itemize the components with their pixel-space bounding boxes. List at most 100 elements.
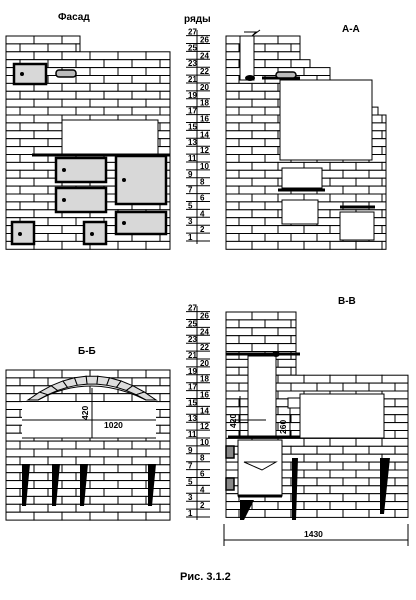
- row-scale-bottom: 1234567891011121314151617181920212223242…: [186, 304, 210, 520]
- section-bb-brick: [5, 511, 35, 521]
- row-number: 20: [200, 359, 209, 368]
- section-aa-break-mark: [244, 29, 261, 37]
- section-bb-brick: [103, 440, 133, 450]
- row-number: 21: [188, 351, 197, 360]
- section-bb-brick: [159, 488, 171, 497]
- facade-brick: [47, 59, 77, 69]
- section-bb-brick: [103, 393, 133, 403]
- section-aa-brick: [381, 130, 387, 140]
- section-aa-brick: [251, 225, 279, 235]
- facade-brick: [5, 98, 35, 108]
- facade-brick: [19, 169, 49, 179]
- section-bb-brick: [5, 472, 21, 482]
- facade-brick: [19, 43, 49, 53]
- section-aa-brick: [225, 146, 253, 156]
- section-vv-brick: [355, 437, 383, 447]
- section-bb-brick: [75, 456, 105, 466]
- section-aa-brick: [225, 154, 240, 163]
- facade-brick: [5, 209, 35, 219]
- section-aa-brick: [329, 177, 357, 187]
- section-bb-brick: [131, 456, 161, 466]
- section-bb-brick: [33, 448, 63, 458]
- section-aa-brick: [251, 67, 279, 76]
- section-bb-brick: [33, 369, 63, 379]
- section-aa-brick: [303, 225, 331, 235]
- section-aa-brick: [225, 233, 240, 242]
- section-aa-brick: [225, 59, 240, 69]
- facade-brick: [117, 82, 147, 92]
- row-number: 15: [188, 398, 197, 407]
- section-bb-slot-2: [52, 464, 60, 506]
- row-number: 10: [200, 438, 209, 447]
- facade-brick: [5, 185, 21, 195]
- section-aa-brick: [238, 138, 266, 148]
- section-vv-brick: [225, 319, 240, 329]
- section-vv-brick: [277, 501, 305, 511]
- row-number: 24: [200, 51, 209, 60]
- facade-brick: [19, 201, 49, 211]
- row-number: 6: [200, 194, 205, 203]
- facade-brick: [75, 90, 105, 100]
- facade-brick: [5, 138, 21, 148]
- row-number: 20: [200, 83, 209, 92]
- row-number: 25: [188, 319, 197, 328]
- facade-brick: [19, 138, 49, 148]
- section-vv-brick: [355, 485, 383, 495]
- row-number: 17: [188, 383, 197, 392]
- section-bb-brick: [5, 377, 21, 387]
- section-vv-ash-slot: [240, 500, 254, 520]
- facade-brick: [61, 82, 91, 92]
- section-vv-flue: [247, 355, 277, 437]
- section-aa-brick: [251, 114, 279, 124]
- section-vv-brick: [394, 398, 409, 408]
- row-number: 7: [188, 462, 193, 471]
- section-vv-title: В-В: [338, 296, 356, 307]
- section-vv-brick: [225, 493, 240, 503]
- facade-brick: [117, 98, 147, 108]
- section-aa-brick: [277, 51, 301, 61]
- section-vv-brick: [329, 485, 357, 495]
- section-bb-brick: [131, 503, 161, 513]
- section-vv-door-2: [225, 477, 235, 491]
- section-vv-brick: [303, 469, 331, 479]
- section-aa-brick: [381, 177, 387, 187]
- section-aa-brick: [225, 217, 240, 227]
- section-aa-brick: [225, 98, 253, 108]
- section-vv-brick: [329, 469, 357, 479]
- section-bb-brick: [103, 503, 133, 513]
- section-vv-brick: [329, 437, 357, 447]
- section-aa-brick: [264, 59, 292, 69]
- section-aa-brick: [316, 217, 344, 227]
- facade-brick: [47, 90, 77, 100]
- section-bb-brick: [89, 511, 119, 521]
- section-vv-brick: [303, 437, 331, 447]
- section-vv-brick: [251, 343, 279, 353]
- section-vv-brick: [290, 335, 297, 345]
- section-vv-brick: [225, 461, 240, 471]
- section-vv-brick: [225, 311, 253, 321]
- section-aa-brick: [251, 177, 279, 187]
- row-number: 1: [188, 509, 193, 518]
- facade-oven-door-2-knob: [62, 198, 66, 202]
- section-aa-brick: [381, 193, 387, 203]
- section-bb-brick: [33, 495, 63, 505]
- section-vv-brick: [355, 501, 383, 511]
- section-bb-brick: [117, 448, 147, 458]
- section-aa-brick: [225, 82, 253, 92]
- facade-brick: [5, 122, 21, 132]
- section-bb-brick: [117, 369, 147, 379]
- facade-brick: [5, 146, 35, 156]
- row-number: 5: [188, 477, 193, 486]
- section-bb-brick: [145, 448, 171, 458]
- facade-upper-door-knob: [20, 72, 24, 76]
- facade-brick: [5, 106, 21, 116]
- section-aa-brick: [277, 240, 305, 250]
- section-aa-brick: [381, 240, 387, 250]
- row-number: 9: [188, 170, 193, 179]
- section-vv-brick: [251, 501, 279, 511]
- section-aa-firebox: [281, 167, 323, 189]
- row-numbers-top: 1234567891011121314151617181920212223242…: [186, 28, 210, 242]
- section-vv-brick: [225, 382, 240, 392]
- row-number: 24: [200, 327, 209, 336]
